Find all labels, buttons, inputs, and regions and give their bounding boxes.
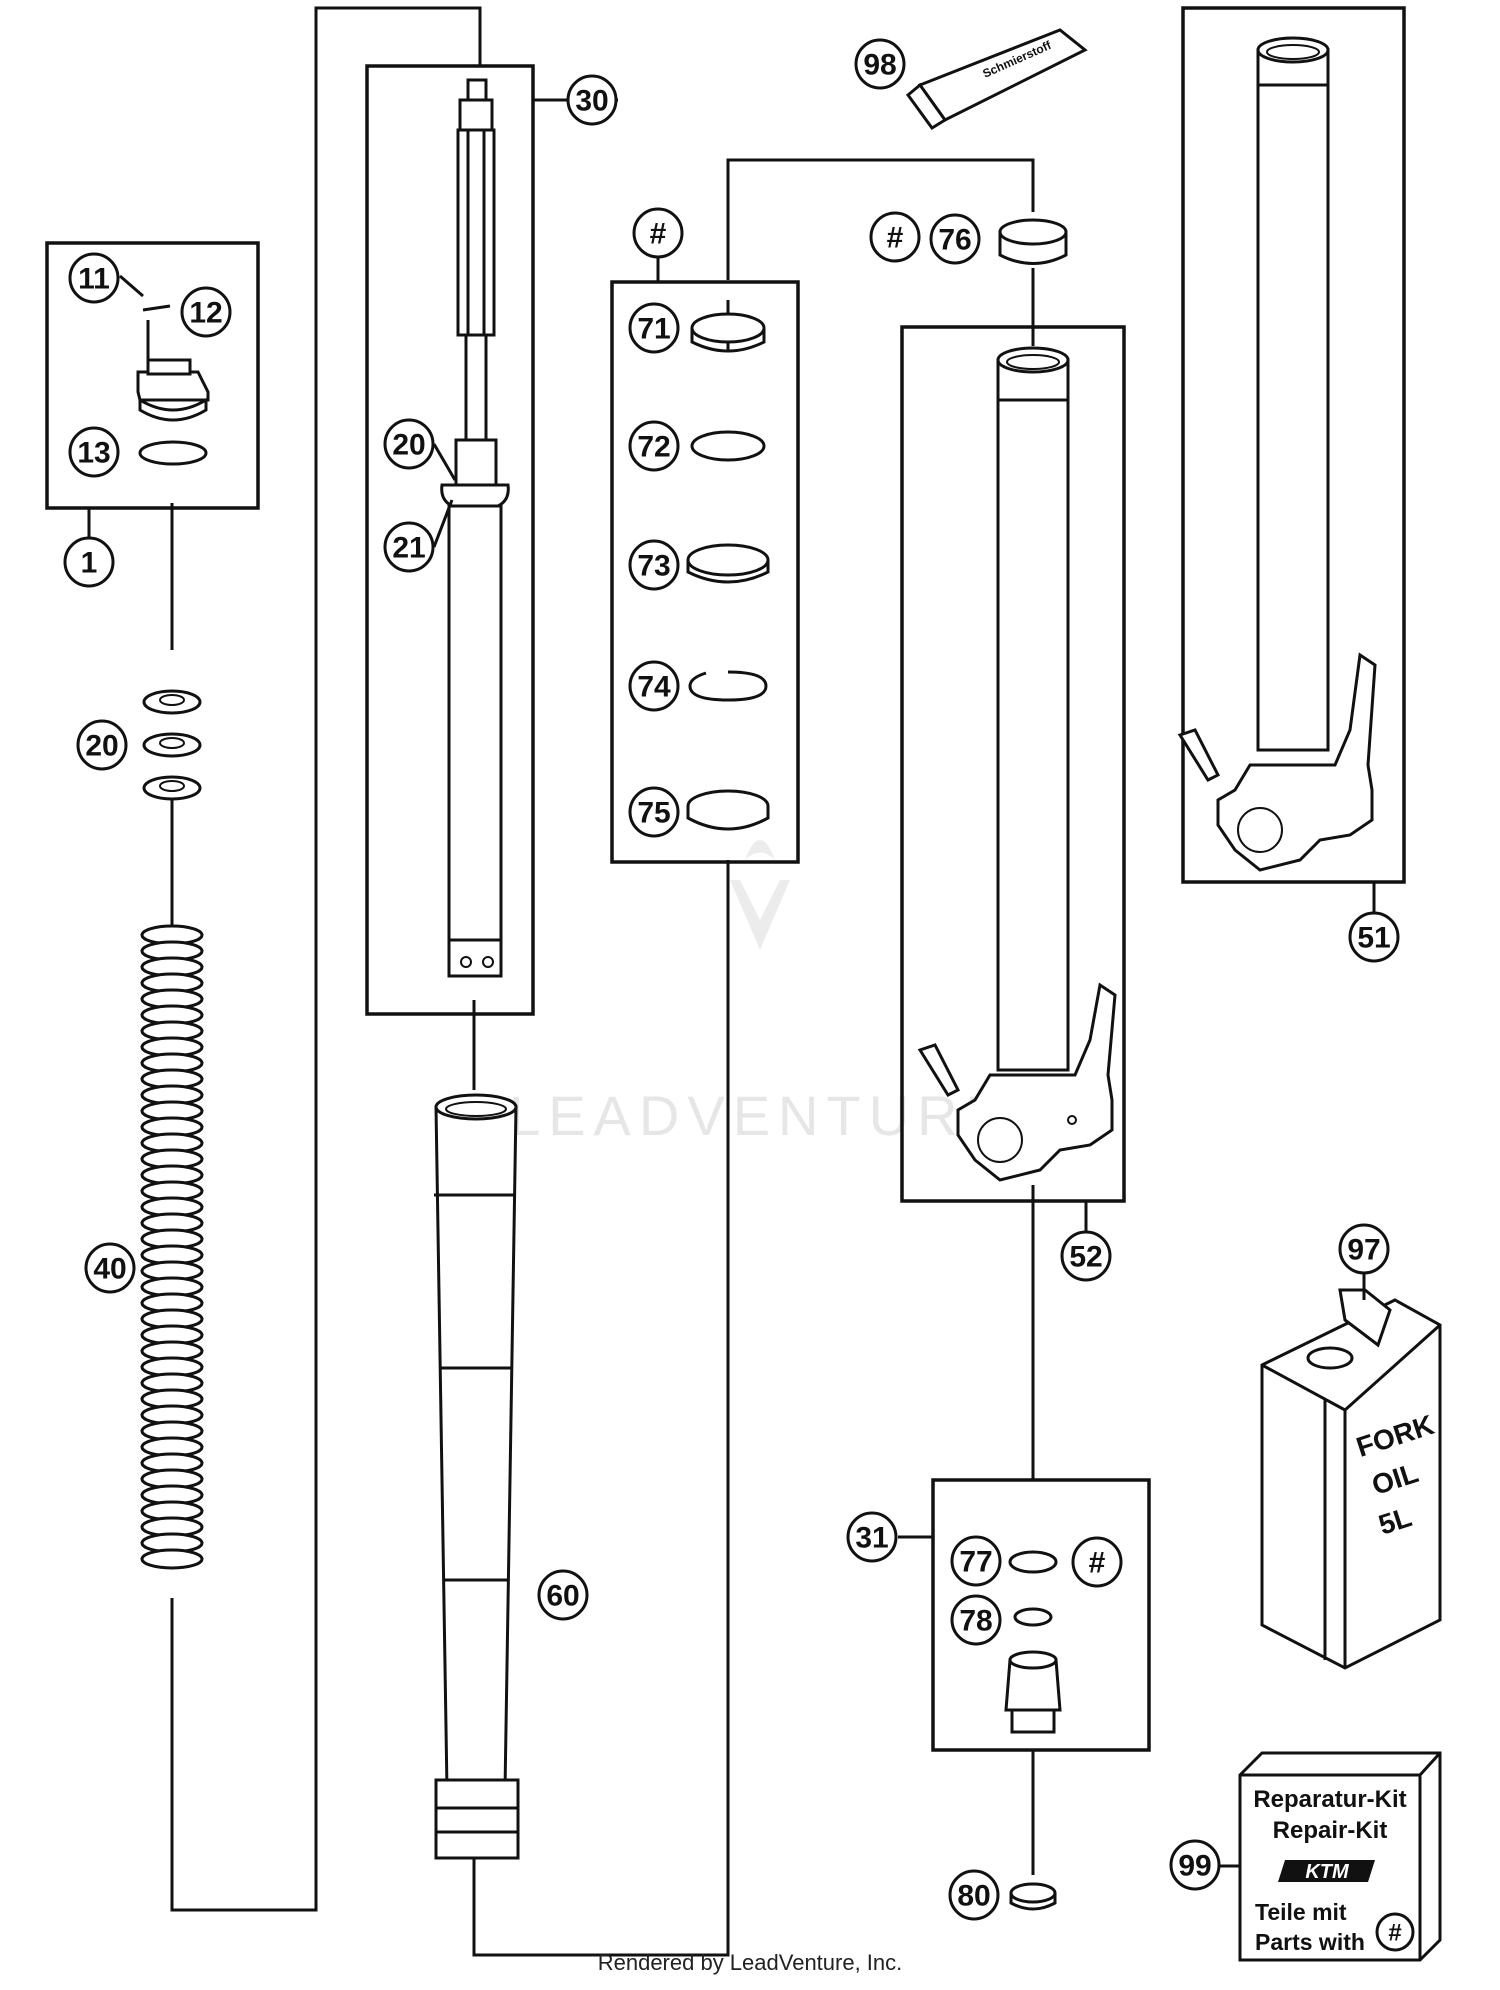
grease-tube: Schmierstoff <box>905 28 1088 131</box>
callout-label: 20 <box>392 429 425 462</box>
callout-c97: 97 <box>1338 1223 1390 1275</box>
callout-chash1: # <box>632 207 684 259</box>
callout-label: # <box>887 222 904 255</box>
guide-bushing-76 <box>998 218 1068 265</box>
fork-cap-assembly <box>119 274 210 466</box>
spring-washers <box>142 689 202 801</box>
callout-label: # <box>650 218 667 251</box>
connector-lines <box>170 6 1035 1957</box>
callout-c98: 98 <box>854 38 906 90</box>
callout-c75: 75 <box>628 786 680 838</box>
fork-outer-tube <box>434 1093 520 1860</box>
box-part-51 <box>1181 6 1406 884</box>
watermark-text: LEADVENTURE <box>509 1084 1011 1147</box>
box-part-31 <box>931 1478 1151 1752</box>
callout-label: 71 <box>637 313 670 346</box>
callout-c74: 74 <box>628 660 680 712</box>
callout-c76: 76 <box>929 213 981 265</box>
callout-label: 11 <box>78 263 110 296</box>
callout-c11: 11 <box>68 252 120 304</box>
callout-chash3: # <box>1071 1536 1123 1588</box>
callout-c78: 78 <box>950 1594 1002 1646</box>
callout-label: # <box>1089 1547 1106 1580</box>
callout-c60: 60 <box>537 1569 589 1621</box>
callout-c30: 30 <box>566 74 618 126</box>
box-seal-kit <box>610 280 800 864</box>
inner-tube-right <box>1177 36 1377 872</box>
callout-label: 51 <box>1357 922 1390 955</box>
callout-label: 75 <box>637 797 670 830</box>
footer-credit: Rendered by LeadVenture, Inc. <box>598 1950 903 1975</box>
callout-c71: 71 <box>628 302 680 354</box>
callout-c72: 72 <box>628 420 680 472</box>
callout-c51: 51 <box>1348 911 1400 963</box>
spring-coil <box>140 1548 204 1570</box>
inner-tube-left <box>917 346 1117 1182</box>
callout-label: 78 <box>959 1605 992 1638</box>
callout-label: 30 <box>575 85 608 118</box>
repair-kit-line3: Teile mit <box>1255 1899 1347 1925</box>
callout-c73: 73 <box>628 539 680 591</box>
repair-kit-symbol: # <box>1388 1920 1401 1947</box>
callout-label: 13 <box>77 437 110 470</box>
seal-kit-rings <box>686 312 770 831</box>
callout-label: 21 <box>392 532 425 565</box>
watermark: LEADVENTURE <box>509 840 1011 1147</box>
callout-label: 60 <box>546 1580 579 1613</box>
repair-kit-line2: Repair-Kit <box>1273 1817 1388 1844</box>
box-part-52 <box>900 325 1126 1203</box>
fork-oil-can: FORK OIL 5L <box>1260 1288 1442 1670</box>
callout-label: 97 <box>1347 1234 1380 1267</box>
box-part-1 <box>45 241 260 510</box>
callout-label: 76 <box>938 224 971 257</box>
repair-kit-line1: Reparatur-Kit <box>1253 1786 1406 1813</box>
callout-label: 52 <box>1069 1241 1102 1274</box>
callout-label: 72 <box>637 431 670 464</box>
box-part-30 <box>365 64 535 1016</box>
callout-chash2: # <box>869 211 921 263</box>
callout-label: 77 <box>959 1546 992 1579</box>
callout-label: 40 <box>93 1253 126 1286</box>
callout-c20b: 20 <box>383 418 435 470</box>
callout-c77: 77 <box>950 1535 1002 1587</box>
repair-kit-box: Reparatur-Kit Repair-Kit KTM Teile mit P… <box>1213 1751 1442 1962</box>
callout-c20a: 20 <box>76 719 128 771</box>
callout-label: 99 <box>1178 1850 1211 1883</box>
callout-label: 12 <box>189 297 222 330</box>
callout-label: 31 <box>855 1522 888 1555</box>
fork-spring <box>140 924 204 1570</box>
callout-c99: 99 <box>1169 1839 1221 1891</box>
callout-c21: 21 <box>383 521 435 573</box>
callout-label: 98 <box>863 49 896 82</box>
callout-c80: 80 <box>948 1869 1000 1921</box>
callout-labels: 1111213204030202160#717273747598#7652519… <box>63 38 1400 1921</box>
callout-label: 80 <box>957 1880 990 1913</box>
callout-c40: 40 <box>84 1242 136 1294</box>
repair-kit-brand: KTM <box>1305 1861 1350 1883</box>
callout-label: 73 <box>637 550 670 583</box>
callout-c1: 1 <box>63 536 115 588</box>
callout-c52: 52 <box>1060 1230 1112 1282</box>
callout-label: 1 <box>81 547 98 580</box>
callout-label: 20 <box>85 730 118 763</box>
repair-kit-line4: Parts with <box>1255 1929 1365 1955</box>
washer-80 <box>1009 1882 1057 1911</box>
callout-label: 74 <box>637 671 671 704</box>
callout-c13: 13 <box>68 426 120 478</box>
callout-c31: 31 <box>846 1511 898 1563</box>
callout-c12: 12 <box>180 286 232 338</box>
cartridge-assembly <box>440 78 510 978</box>
compression-valve <box>1004 1550 1062 1734</box>
